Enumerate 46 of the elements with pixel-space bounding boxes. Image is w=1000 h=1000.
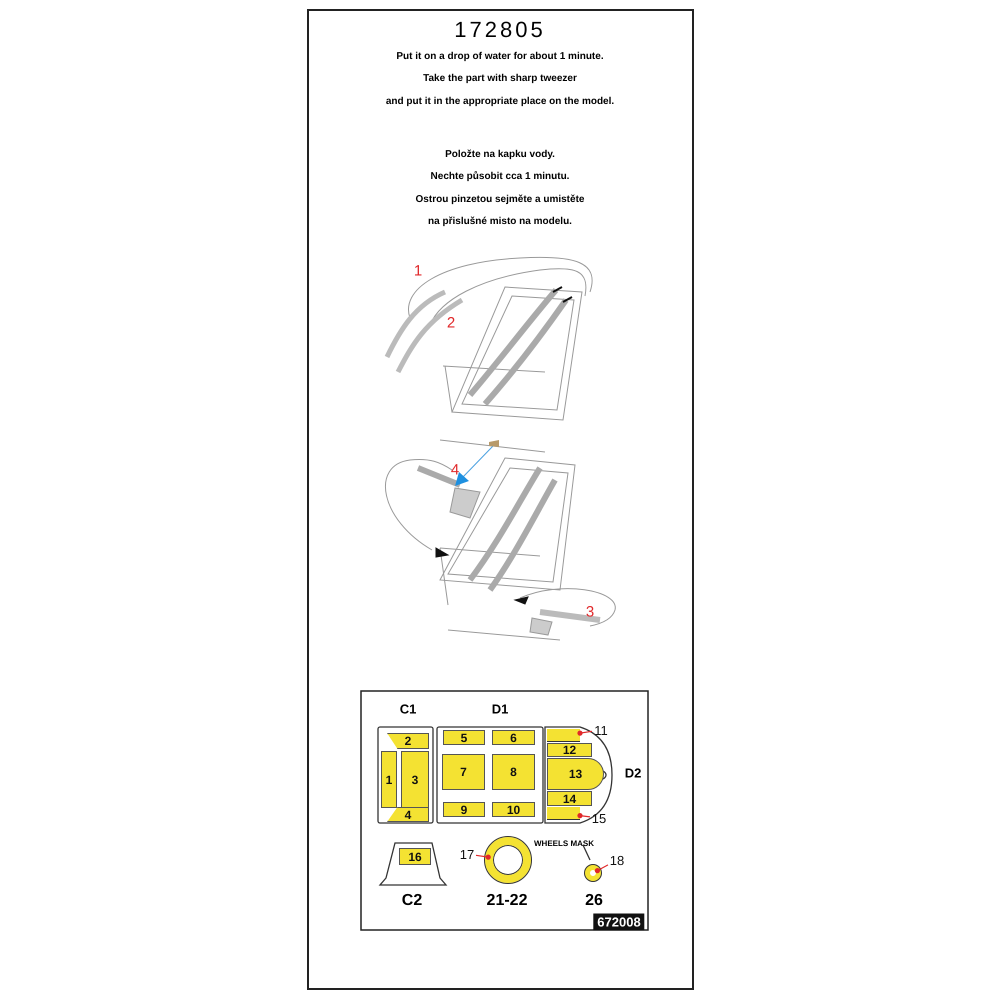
leader-line bbox=[577, 813, 590, 818]
mask-piece: 5 bbox=[443, 730, 485, 745]
mask-piece: 16 bbox=[399, 848, 431, 865]
mask-piece: 1 bbox=[381, 751, 397, 808]
instruction-text: na přislušné misto na modelu. bbox=[428, 217, 572, 227]
callout-number: 18 bbox=[608, 853, 626, 867]
mask-piece bbox=[547, 729, 580, 742]
part-label: D1 bbox=[492, 702, 508, 716]
instruction-text: Nechte působit cca 1 minutu. bbox=[430, 172, 570, 182]
callout-number: 11 bbox=[592, 723, 610, 737]
mask-piece: 7 bbox=[442, 754, 485, 790]
callout-number: 3 bbox=[586, 604, 594, 620]
instruction-text: and put it in the appropriate place on the model. bbox=[386, 97, 614, 107]
callout-number: 2 bbox=[446, 316, 456, 330]
part-label: WHEELS MASK bbox=[534, 840, 594, 848]
leader-line bbox=[577, 730, 592, 736]
title: 172805 bbox=[454, 19, 546, 41]
leader-line bbox=[476, 854, 491, 860]
instruction-text: Take the part with sharp tweezer bbox=[423, 74, 577, 84]
mask-piece: 14 bbox=[547, 791, 592, 806]
hub-mask bbox=[585, 865, 601, 881]
mask-piece bbox=[547, 807, 580, 820]
instruction-text: Ostrou pinzetou sejměte a umistěte bbox=[416, 195, 584, 205]
instruction-text: Put it on a drop of water for about 1 minute. bbox=[396, 52, 604, 62]
mask-piece: 12 bbox=[547, 743, 592, 757]
part-label: C2 bbox=[402, 893, 422, 909]
mask-piece: 9 bbox=[443, 802, 485, 817]
part-label: 26 bbox=[585, 893, 603, 909]
callout-number: 15 bbox=[590, 811, 608, 825]
mask-piece: 4 bbox=[387, 807, 429, 822]
mask-piece: 10 bbox=[492, 802, 535, 817]
part-label: C1 bbox=[400, 702, 416, 716]
mask-piece: 6 bbox=[492, 730, 535, 745]
mask-piece: 3 bbox=[401, 751, 429, 808]
product-code: 672008 bbox=[593, 914, 645, 930]
callout-number: 17 bbox=[458, 847, 476, 861]
callout-number: 4 bbox=[450, 462, 460, 478]
instruction-text: Položte na kapku vody. bbox=[445, 150, 555, 160]
mask-piece: 2 bbox=[387, 733, 429, 749]
mask-piece: 13 bbox=[547, 758, 604, 790]
tire-mask bbox=[485, 837, 531, 883]
part-label: 21-22 bbox=[486, 893, 528, 909]
mask-piece: 8 bbox=[492, 754, 535, 790]
callout-number: 1 bbox=[414, 264, 422, 278]
part-label: D2 bbox=[624, 766, 642, 780]
leader-line bbox=[594, 864, 608, 874]
